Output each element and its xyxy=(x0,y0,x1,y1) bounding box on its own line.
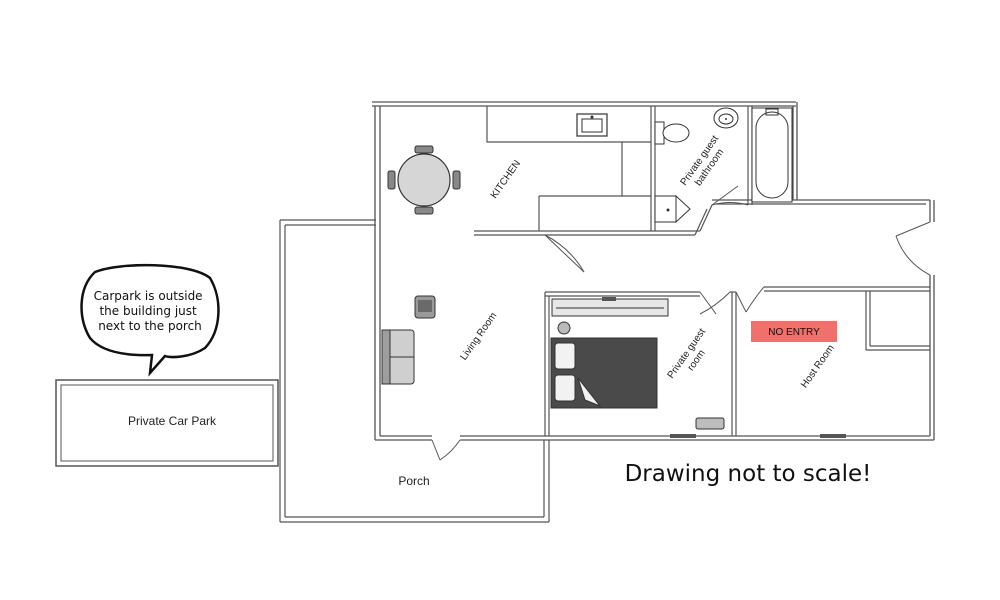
not-to-scale-note: Drawing not to scale! xyxy=(625,461,872,487)
window xyxy=(820,434,846,438)
living-room-label: Living Room xyxy=(459,311,500,363)
desk xyxy=(695,417,725,430)
svg-text:Carpark is outside the b: Carpark is outside the building just nex… xyxy=(94,289,207,333)
speech-bubble-line-3: next to the porch xyxy=(98,319,202,333)
window xyxy=(670,434,696,438)
porch-area xyxy=(279,219,550,523)
shower-corner xyxy=(654,194,691,224)
kitchen-label: KITCHEN xyxy=(489,158,523,200)
toilet xyxy=(654,121,690,145)
dining-table xyxy=(387,145,461,215)
interior-doors xyxy=(431,185,765,461)
private-car-park: Private Car Park xyxy=(55,379,279,467)
no-entry-sign: NO ENTRY xyxy=(751,321,837,342)
kitchen-sink xyxy=(576,113,608,137)
entry-door xyxy=(895,221,931,276)
bathroom-sink xyxy=(713,107,739,129)
car-park-label: Private Car Park xyxy=(128,414,217,428)
speech-bubble-line-2: the building just xyxy=(99,304,197,318)
speech-bubble: Carpark is outside the building just nex… xyxy=(80,263,220,377)
armchair xyxy=(414,295,436,319)
bedside-table xyxy=(557,321,571,335)
bed xyxy=(550,337,658,409)
speech-bubble-line-1: Carpark is outside xyxy=(94,289,203,303)
bathtub xyxy=(751,107,793,203)
wardrobe xyxy=(551,297,669,317)
sofa xyxy=(381,329,415,385)
host-room-label: Host Room xyxy=(799,343,837,390)
no-entry-text: NO ENTRY xyxy=(768,327,820,338)
porch-label: Porch xyxy=(398,474,429,488)
